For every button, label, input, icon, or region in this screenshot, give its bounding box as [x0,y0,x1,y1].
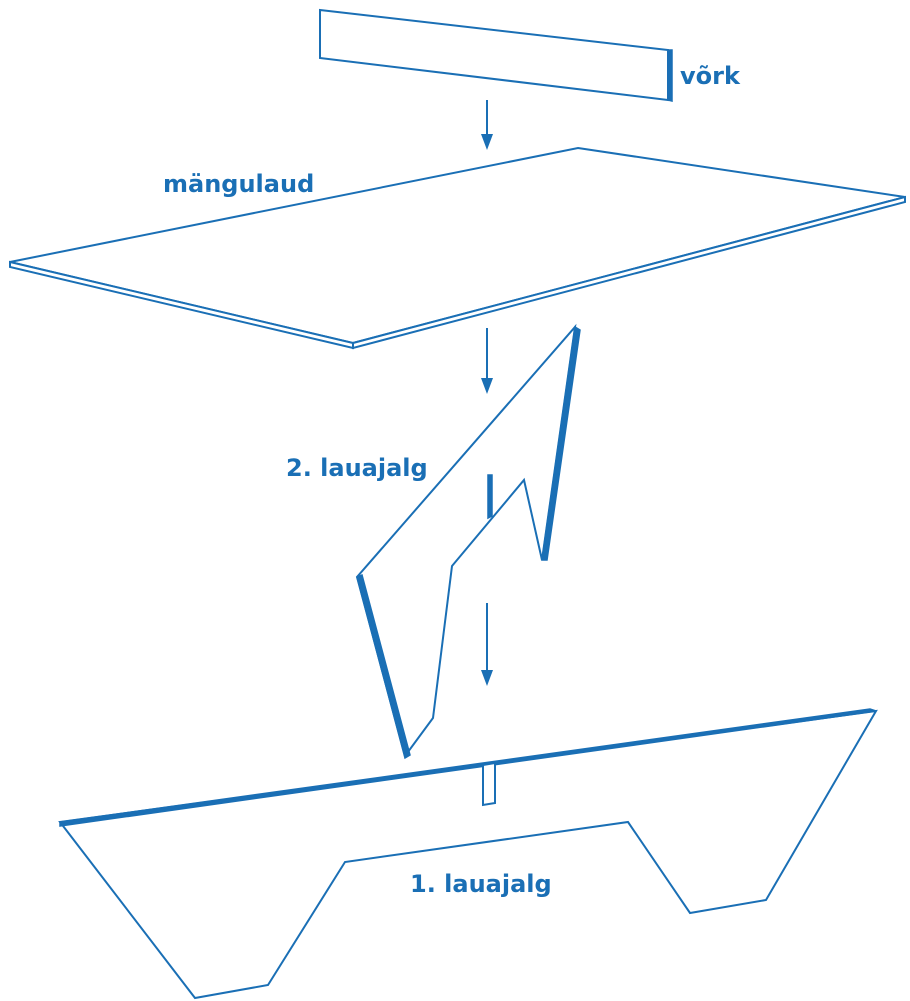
arrow-tabletop-to-leg2 [481,328,493,394]
leg2-edge [356,573,411,760]
leg1-edge-top [59,708,877,827]
leg2-edge-top [541,325,581,561]
net-edge [667,49,673,102]
leg1-slot [482,761,496,807]
net-part [319,8,673,102]
tabletop-part [9,146,906,350]
leg1-face [58,709,878,1000]
arrow-leg2-to-leg1 [481,603,493,686]
net-label: võrk [680,62,741,90]
net-face [319,8,669,102]
leg2-label: 2. lauajalg [286,454,428,482]
tabletop-label: mängulaud [163,170,314,198]
leg1-label: 1. lauajalg [410,870,552,898]
leg2-slot [487,474,493,520]
tabletop-face [9,146,906,345]
arrow-net-to-tabletop [481,100,493,150]
leg2-part [355,323,581,760]
leg1-part [58,708,878,1000]
tabletop-edge-right [352,195,906,350]
